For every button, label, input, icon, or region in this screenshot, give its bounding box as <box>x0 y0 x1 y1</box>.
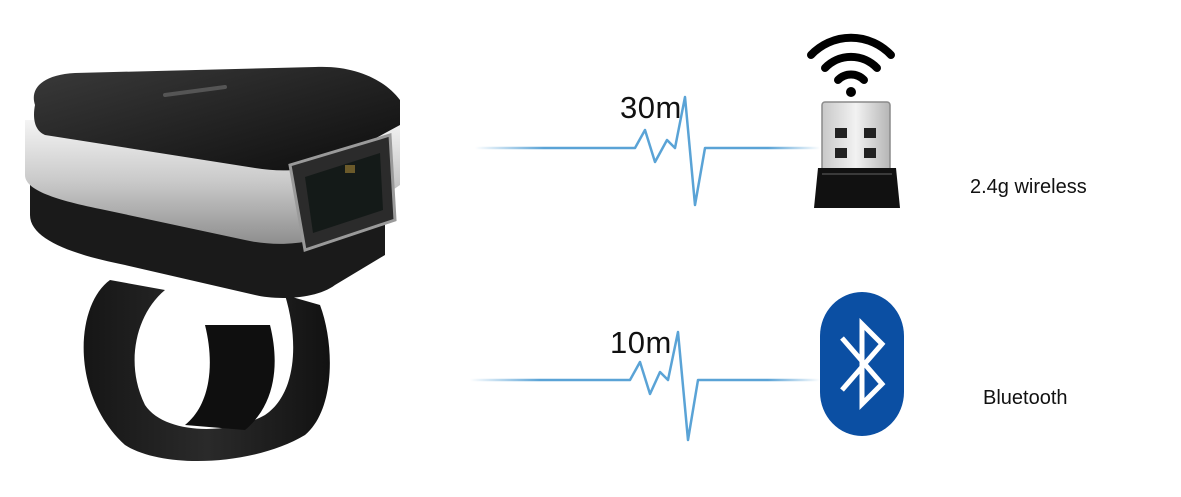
bluetooth-signal-wave <box>470 330 820 445</box>
wireless-signal-wave <box>475 95 820 210</box>
bluetooth-range-label: 10m <box>610 325 672 360</box>
bluetooth-icon <box>818 290 906 438</box>
wireless-connection-label: 2.4g wireless <box>970 176 1087 198</box>
bluetooth-connection-label: Bluetooth <box>983 387 1068 409</box>
wireless-range-label: 30m <box>620 90 682 125</box>
ring-scanner-image <box>15 65 435 465</box>
wifi-signal-icon <box>806 30 896 100</box>
usb-dongle-icon <box>810 100 905 215</box>
